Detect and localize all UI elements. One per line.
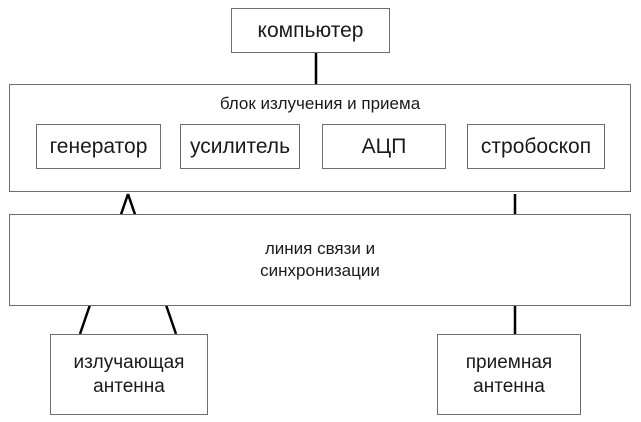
generator-label: генератор: [49, 134, 148, 158]
tx-antenna-label-1: излучающая: [73, 351, 185, 373]
strobe-label: стробоскоп: [480, 134, 592, 158]
computer-box: компьютер: [231, 8, 390, 53]
adc-box: АЦП: [322, 124, 446, 169]
rx-antenna-label-1: приемная: [465, 351, 553, 373]
comm-sync-line-label-1: линия связи и: [264, 239, 376, 258]
amplifier-box: усилитель: [180, 124, 300, 169]
comm-sync-line-label-2: синхронизации: [260, 261, 380, 280]
rx-antenna-box: приемная антенна: [437, 334, 581, 415]
strobe-box: стробоскоп: [467, 124, 605, 169]
comm-sync-line-box: линия связи и синхронизации: [9, 214, 631, 306]
tx-antenna-box: излучающая антенна: [50, 334, 208, 415]
generator-box: генератор: [36, 124, 161, 169]
emit-receive-block-title: блок излучения и приема: [219, 94, 421, 113]
computer-label: компьютер: [257, 18, 364, 42]
rx-antenna-label-2: антенна: [473, 375, 545, 397]
amplifier-label: усилитель: [189, 134, 291, 158]
tx-antenna-label-2: антенна: [93, 375, 165, 397]
adc-label: АЦП: [361, 134, 407, 158]
